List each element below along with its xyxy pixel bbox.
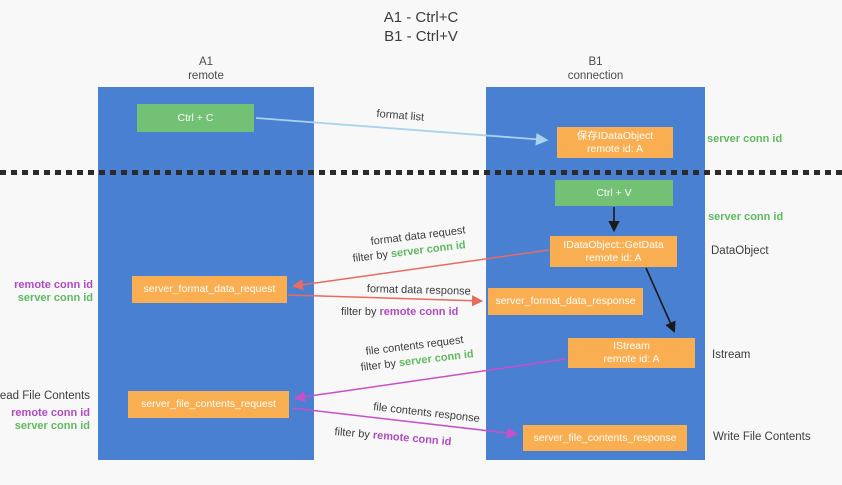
save-idataobject-line1: 保存IDataObject xyxy=(576,129,654,142)
server-format-data-response-label: server_format_data_response xyxy=(495,295,636,307)
save-idataobject-line2: remote id: A xyxy=(586,142,644,155)
istream-node: IStream remote id: A xyxy=(568,338,695,368)
istream-line1: IStream xyxy=(613,340,650,352)
server-format-data-response-node: server_format_data_response xyxy=(488,288,643,315)
label-istream: Istream xyxy=(712,349,751,361)
label-write-file-contents: Write File Contents xyxy=(713,431,811,443)
server-file-contents-request-node: server_file_contents_request xyxy=(128,391,289,418)
label-format-data-response: format data response xyxy=(366,283,471,298)
dotted-divider xyxy=(0,170,842,175)
server-file-contents-response-label: server_file_contents_response xyxy=(533,431,677,444)
column-a1-role: remote xyxy=(188,70,224,82)
label-server-conn-id-mid: server conn id xyxy=(708,211,784,223)
column-header-b1: B1 connection xyxy=(486,55,705,83)
istream-line2: remote id: A xyxy=(603,353,660,365)
label-filter-file-contents-response: filter by remote conn id xyxy=(334,426,452,448)
label-filter-format-data-response: filter by remote conn id xyxy=(341,306,458,318)
ctrl-c-label: Ctrl + C xyxy=(177,111,214,124)
column-a1-name: A1 xyxy=(198,56,214,68)
server-file-contents-response-node: server_file_contents_response xyxy=(523,425,687,451)
filter-prefix: filter by xyxy=(341,306,380,318)
remote-conn-id-key: remote conn id xyxy=(372,429,452,449)
idataobject-getdata-line2: remote id: A xyxy=(585,251,642,264)
column-b1-name: B1 xyxy=(588,56,603,68)
column-b1-role: connection xyxy=(567,70,624,82)
filter-prefix: filter by xyxy=(333,426,374,442)
filter-prefix: filter by xyxy=(360,357,400,374)
ctrl-v-node: Ctrl + V xyxy=(555,180,673,206)
ctrl-c-node: Ctrl + C xyxy=(137,104,254,132)
label-format-list: format list xyxy=(376,108,425,124)
label-remote-conn-id-file: remote conn id xyxy=(11,407,90,419)
label-server-conn-id-format: server conn id xyxy=(17,292,93,304)
remote-conn-id-key: remote conn id xyxy=(379,306,459,318)
label-dataobject: DataObject xyxy=(711,245,769,257)
filter-prefix: filter by xyxy=(352,248,392,265)
diagram-title: A1 - Ctrl+C B1 - Ctrl+V xyxy=(0,8,842,46)
server-file-contents-request-label: server_file_contents_request xyxy=(141,398,276,410)
idataobject-getdata-node: IDataObject::GetData remote id: A xyxy=(550,236,677,267)
title-line-2: B1 - Ctrl+V xyxy=(384,28,458,45)
server-format-data-request-label: server_format_data_request xyxy=(143,283,276,295)
save-idataobject-node: 保存IDataObject remote id: A xyxy=(557,127,673,158)
server-format-data-request-node: server_format_data_request xyxy=(132,276,287,303)
label-remote-conn-id-format: remote conn id xyxy=(14,279,93,291)
label-server-conn-id-top: server conn id xyxy=(707,133,783,145)
label-server-conn-id-file: server conn id xyxy=(14,420,90,432)
label-read-file-contents: Read File Contents xyxy=(0,390,90,402)
ctrl-v-label: Ctrl + V xyxy=(596,186,632,199)
label-file-contents-response: file contents response xyxy=(372,401,481,426)
title-line-1: A1 - Ctrl+C xyxy=(383,9,459,26)
idataobject-getdata-line1: IDataObject::GetData xyxy=(563,238,664,251)
column-header-a1: A1 remote xyxy=(98,55,314,83)
